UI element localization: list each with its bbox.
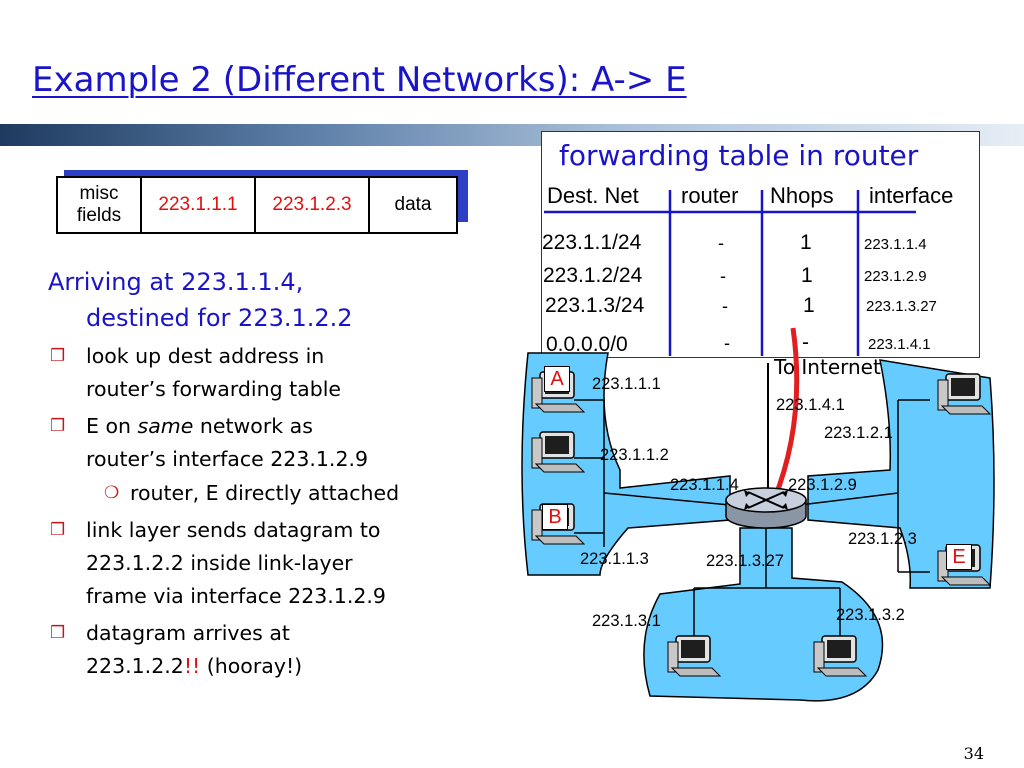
addr-router-if-4: 223.1.4.1 (776, 396, 845, 414)
col-header-nhops: Nhops (770, 183, 834, 208)
fwd-row-1-router: - (718, 233, 724, 253)
datagram-payload: data (368, 176, 458, 234)
fwd-row-3-interface: 223.1.3.27 (866, 298, 937, 315)
addr-host-bottom-left: 223.1.3.1 (592, 612, 661, 630)
square-bullet-icon: ❒ (50, 520, 66, 540)
addr-host-bottom-right: 223.1.3.2 (836, 606, 905, 624)
addr-router-if-3: 223.1.3.27 (706, 552, 784, 570)
host-b-label: B (542, 504, 568, 530)
fwd-row-4-dest: 0.0.0.0/0 (546, 333, 628, 356)
fwd-row-3-nhops: 1 (803, 294, 815, 317)
addr-host-a: 223.1.1.1 (592, 375, 661, 393)
fwd-row-1-interface: 223.1.1.4 (864, 236, 927, 253)
forwarding-table-title: forwarding table in router (559, 139, 919, 172)
explanation-text: Arriving at 223.1.1.4, destined for 223.… (48, 264, 508, 683)
fwd-row-1-dest: 223.1.1/24 (542, 231, 642, 254)
fwd-row-4-router: - (724, 333, 730, 353)
square-bullet-icon: ❒ (50, 416, 66, 436)
fwd-row-1-nhops: 1 (800, 231, 812, 254)
fwd-row-4-interface: 223.1.4.1 (868, 336, 931, 353)
lead-line-1: Arriving at 223.1.1.4, (48, 268, 304, 296)
datagram-dest-address: 223.1.2.3 (254, 176, 370, 234)
subnet-223-1-2 (807, 359, 995, 589)
col-header-interface: interface (869, 183, 954, 208)
fwd-row-2-router: - (720, 266, 726, 286)
fwd-row-2-interface: 223.1.2.9 (864, 268, 927, 285)
addr-host-top-right: 223.1.2.1 (824, 424, 893, 442)
addr-router-if-1: 223.1.1.4 (670, 476, 739, 494)
host-a-label: A (544, 366, 570, 392)
page-number: 34 (963, 744, 984, 763)
forwarding-arrow (771, 327, 800, 501)
col-header-router: router (681, 183, 739, 208)
square-bullet-icon: ❒ (50, 346, 66, 366)
addr-host-2: 223.1.1.2 (600, 446, 669, 464)
to-internet-label: To Internet (774, 355, 881, 379)
fwd-row-3-router: - (722, 296, 728, 316)
fwd-row-2-nhops: 1 (801, 264, 813, 287)
lead-line-2: destined for 223.1.2.2 (86, 304, 353, 332)
fwd-row-4-nhops: - (802, 331, 809, 354)
host-e-label: E (946, 544, 972, 570)
forwarding-table-box (541, 131, 980, 358)
fwd-row-2-dest: 223.1.2/24 (543, 264, 643, 287)
sub-bullet-directly-attached: ❍ router, E directly attached (48, 476, 508, 510)
router-icon (725, 487, 807, 529)
ring-bullet-icon: ❍ (104, 483, 120, 503)
fwd-row-3-dest: 223.1.3/24 (545, 294, 645, 317)
col-header-dest-net: Dest. Net (547, 183, 639, 208)
square-bullet-icon: ❒ (50, 623, 66, 643)
addr-host-b: 223.1.1.3 (580, 550, 649, 568)
datagram-source-address: 223.1.1.1 (140, 176, 256, 234)
addr-router-if-2: 223.1.2.9 (788, 476, 857, 494)
slide-title: Example 2 (Different Networks): A-> E (32, 60, 687, 100)
addr-host-e: 223.1.2.3 (848, 530, 917, 548)
